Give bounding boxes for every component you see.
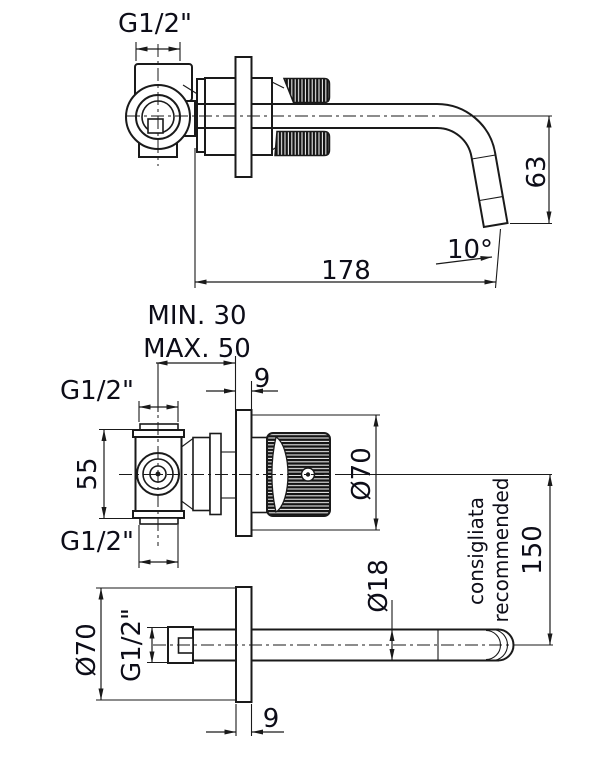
label-spout-reach: 178 (321, 256, 371, 286)
bottom-view-drawing: Ø70 G1/2" Ø18 9 (72, 559, 552, 736)
spout-bend (436, 103, 509, 229)
handle-screw-dot (305, 472, 311, 477)
valve-bottom-lip (139, 517, 179, 525)
middle-view-drawing: MIN. 30 MAX. 50 9 G1/2" 55 Ø70 G1/2" 150… (60, 301, 553, 646)
label-inlet-thread-top: G1/2" (60, 376, 134, 406)
knurled-handle-upper (282, 77, 331, 104)
spout-joint-line-2 (479, 195, 504, 202)
label-depth-min: MIN. 30 (147, 301, 246, 331)
handle-highlight (271, 435, 289, 514)
label-spacing-note-english: recommended (489, 478, 513, 623)
label-inlet-thread-bottom: G1/2" (60, 527, 134, 557)
elbow-bore (147, 118, 164, 134)
label-body-height: 55 (73, 457, 103, 490)
ext-line (494, 228, 502, 289)
label-handle-diameter: Ø70 (347, 447, 377, 501)
wall-plate (234, 56, 253, 178)
spout-joint-line-1 (471, 154, 496, 160)
cartridge-taper-bottom (181, 500, 194, 510)
label-depth-max: MAX. 50 (143, 334, 251, 364)
label-spout-diameter: Ø18 (364, 559, 394, 613)
cartridge-taper-top (181, 438, 194, 448)
wall-plate (235, 409, 253, 537)
label-plate-diameter: Ø70 (72, 623, 102, 677)
label-plate-offset: 9 (263, 704, 280, 734)
label-spout-spacing: 150 (518, 525, 548, 575)
label-inlet-thread: G1/2" (118, 9, 192, 39)
label-plate-offset: 9 (254, 364, 271, 394)
label-spout-angle: 10° (447, 235, 493, 265)
dim-line-spout-angle (435, 255, 493, 265)
knurled-handle-lower (274, 130, 331, 157)
label-spout-drop: 63 (522, 155, 552, 188)
label-spout-thread: G1/2" (117, 608, 147, 682)
handle-taper-top (271, 81, 285, 89)
label-spacing-note-italian: consigliata (464, 497, 488, 605)
top-view-drawing: G1/2" 63 178 10° (118, 9, 552, 289)
